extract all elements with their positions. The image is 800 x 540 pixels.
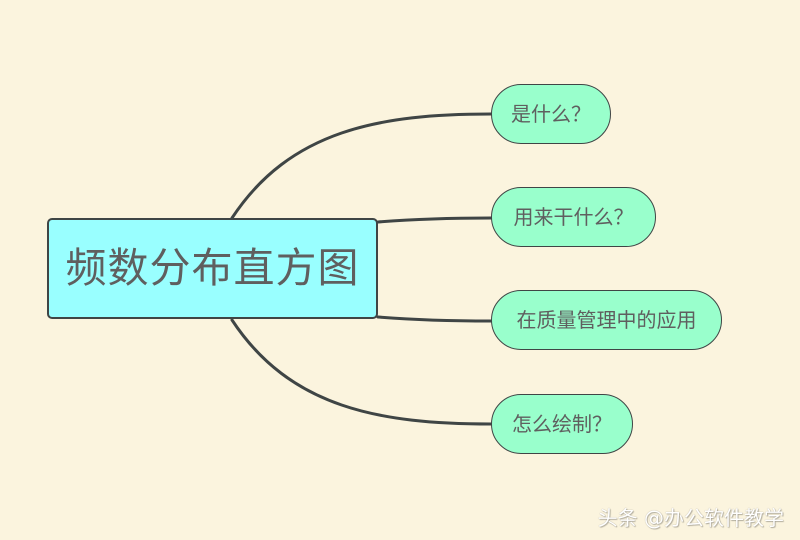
branch-node-how-to-draw[interactable]: 怎么绘制？ (491, 394, 633, 454)
connector-branch-2 (376, 216, 493, 224)
branch-node-what-for[interactable]: 用来干什么？ (491, 187, 656, 247)
branch-node-quality-management[interactable]: 在质量管理中的应用 (491, 290, 722, 350)
branch-node-what-is-it[interactable]: 是什么？ (491, 84, 611, 144)
watermark-text: 头条 @办公软件教学 (597, 506, 784, 530)
connector-branch-4 (230, 318, 493, 426)
connector-branch-1 (230, 112, 493, 220)
central-topic-node[interactable]: 频数分布直方图 (47, 218, 378, 319)
connector-branch-3 (376, 315, 493, 323)
